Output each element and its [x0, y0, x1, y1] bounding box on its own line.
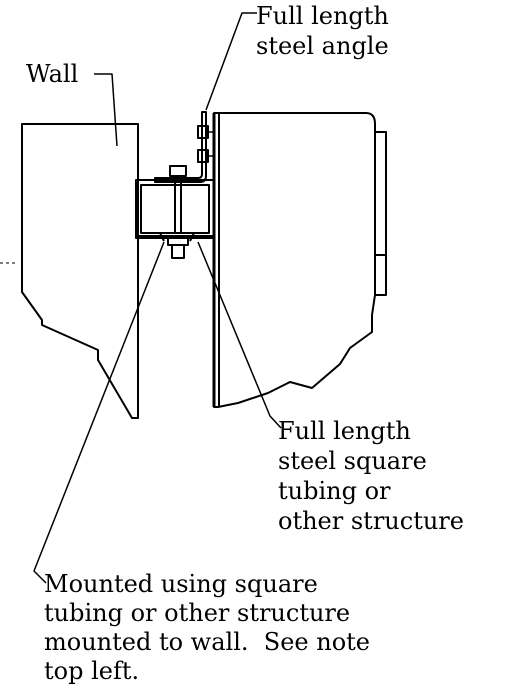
mount-label-line3: mounted to wall. See note: [44, 628, 371, 656]
leader-mount: [33, 241, 165, 584]
mount-label-line2: tubing or other structure: [44, 599, 351, 627]
bolt-head: [169, 165, 187, 177]
equipment-panel: [213, 112, 376, 408]
wall-section: [21, 123, 139, 419]
tubing-label-line4: other structure: [278, 507, 464, 535]
tubing-label-line3: tubing or: [278, 477, 391, 505]
side-plate: [375, 131, 387, 296]
tubing-label-line1: Full length: [278, 417, 411, 445]
mount-label-line1: Mounted using square: [44, 570, 318, 598]
wall-label: Wall: [26, 60, 79, 88]
angle-label-line2: steel angle: [256, 32, 389, 60]
tubing-label-line2: steel square: [278, 447, 427, 475]
leader-angle: [205, 12, 257, 111]
angle-label-line1: Full length: [256, 2, 389, 30]
bolt-end: [171, 244, 185, 259]
leader-wall: [94, 73, 118, 147]
leader-tubing: [197, 241, 282, 429]
mount-label-line4: top left.: [44, 657, 140, 685]
bolt-nut: [167, 237, 189, 246]
steel-angle: [154, 111, 207, 183]
